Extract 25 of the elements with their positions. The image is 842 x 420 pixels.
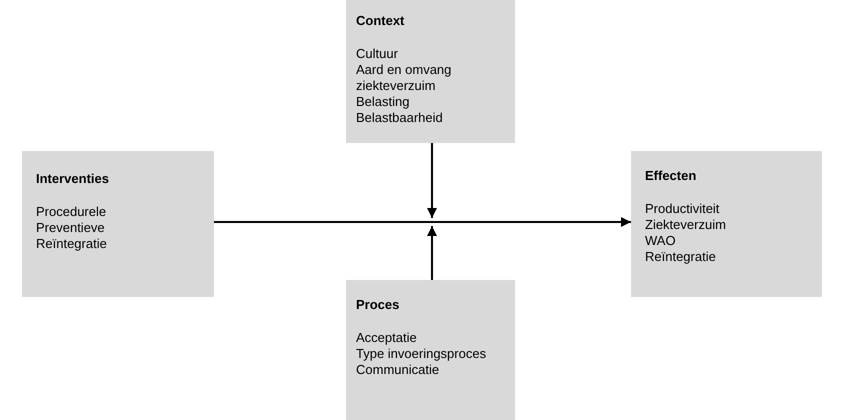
text-box: [22, 151, 214, 297]
box-heading: Effecten: [645, 168, 698, 184]
arrow: [427, 143, 437, 218]
arrow: [427, 226, 437, 280]
box-heading: Context: [356, 13, 406, 29]
text-box: [631, 151, 822, 297]
list-item: Type invoeringsproces: [356, 346, 488, 362]
list-item: Procedurele: [36, 204, 108, 220]
box-heading: Proces: [356, 297, 400, 313]
list-item: Preventieve: [36, 220, 106, 236]
text-box: [346, 280, 515, 420]
arrow: [214, 217, 631, 227]
list-item: Belasting: [356, 94, 410, 110]
list-item: Aard en omvang ziekteverzuim: [356, 62, 452, 94]
list-item: Acceptatie: [356, 330, 418, 346]
list-item: Productiviteit: [645, 201, 720, 217]
list-item: Reïntegratie: [645, 249, 717, 265]
list-item: Belastbaarheid: [356, 110, 444, 126]
list-item: Communicatie: [356, 362, 440, 378]
text-box: [346, 0, 515, 143]
list-item: WAO: [645, 233, 677, 249]
box-heading: Interventies: [36, 171, 110, 187]
list-item: Ziekteverzuim: [645, 217, 727, 233]
list-item: Cultuur: [356, 46, 399, 62]
list-item: Reïntegratie: [36, 236, 108, 252]
